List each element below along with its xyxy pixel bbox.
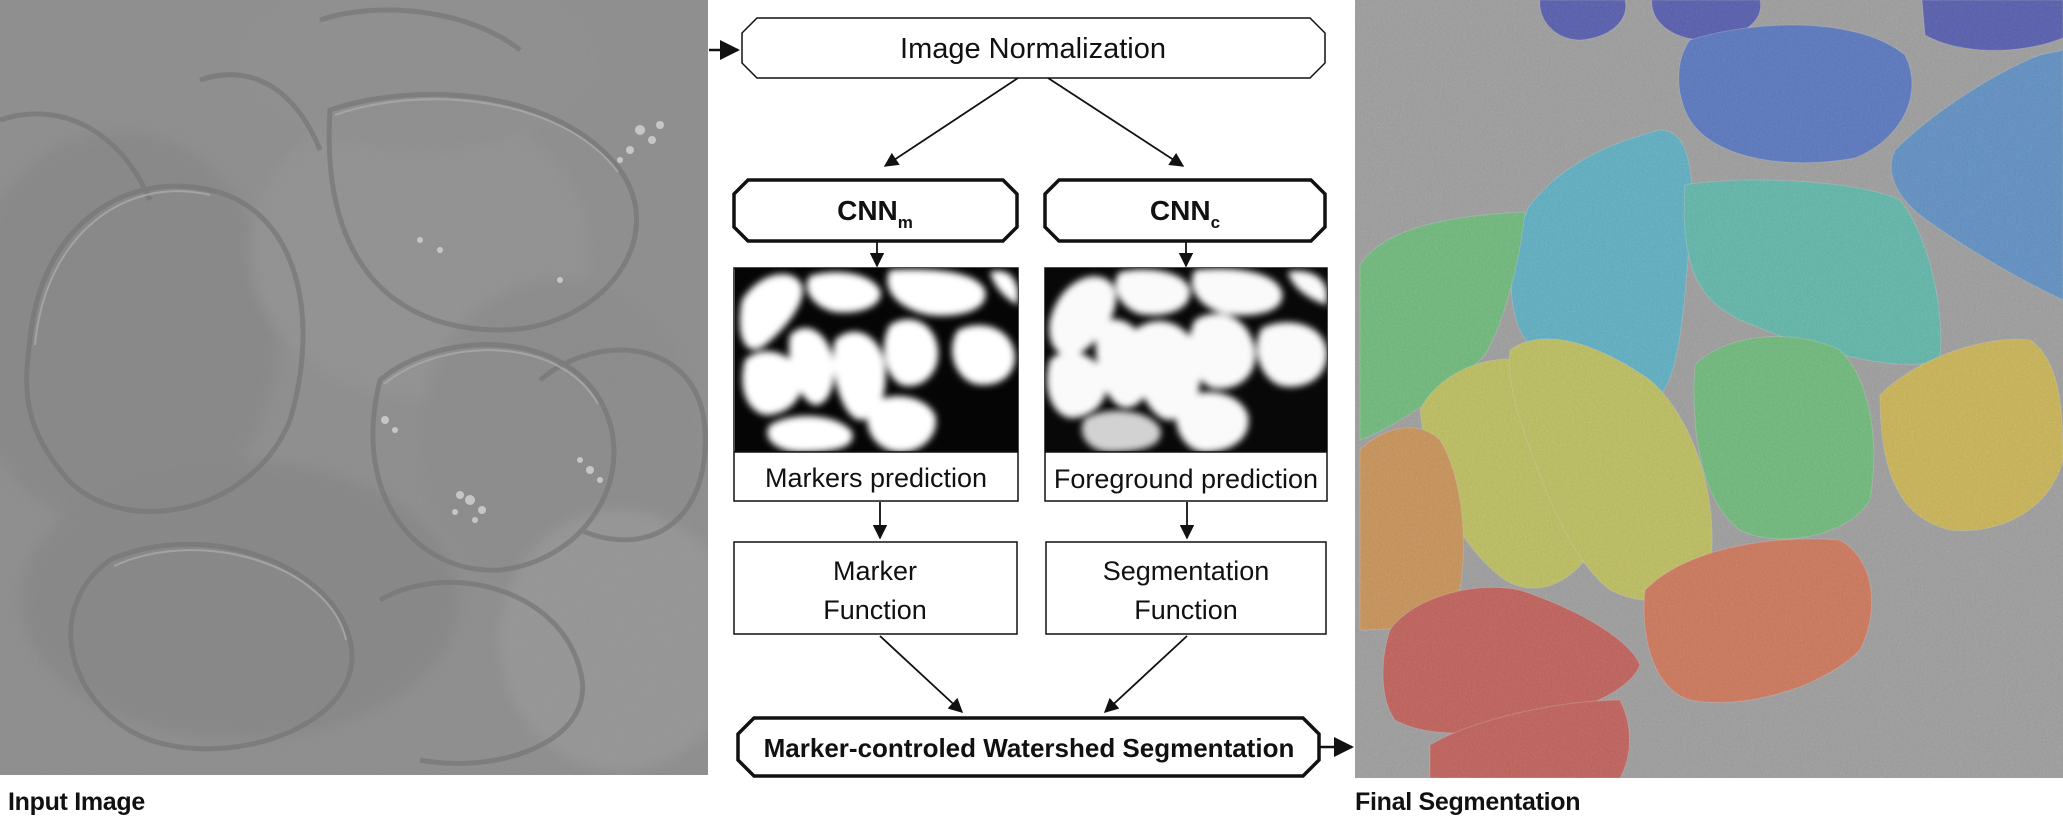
pipeline: Image Normalization CNNm CNNc: [709, 17, 1354, 778]
input-image: [0, 0, 708, 775]
markers-prediction-image: [735, 268, 1018, 452]
watershed-label: Marker-controled Watershed Segmentation: [764, 733, 1295, 763]
arrow-segmentation-function-to-watershed: [1103, 635, 1188, 713]
marker-function-box: Marker Function: [733, 541, 1018, 635]
foreground-prediction-image: [1045, 268, 1327, 452]
markers-prediction-label: Markers prediction: [765, 463, 987, 493]
marker-function-line-1: Marker: [833, 556, 917, 586]
cnn-m-label: CNNm: [837, 195, 913, 232]
segmentation-function-box: Segmentation Function: [1045, 541, 1327, 635]
input-image-caption: Input Image: [8, 788, 145, 816]
marker-function-line-2: Function: [823, 595, 927, 625]
segmentation-function-line-2: Function: [1134, 595, 1238, 625]
cnn-c-label: CNNc: [1150, 195, 1220, 232]
arrow-to-cnn-c: [1047, 77, 1185, 167]
foreground-prediction-label: Foreground prediction: [1054, 464, 1318, 494]
arrow-marker-function-to-watershed: [879, 635, 964, 713]
final-segmentation-caption: Final Segmentation: [1355, 788, 1581, 816]
cnn-c-box: CNNc: [1043, 178, 1327, 243]
cnn-m-box: CNNm: [732, 178, 1019, 243]
markers-prediction-panel: Markers prediction: [733, 267, 1019, 502]
watershed-box: Marker-controled Watershed Segmentation: [736, 716, 1321, 778]
foreground-prediction-panel: Foreground prediction: [1044, 267, 1328, 502]
arrow-to-cnn-m: [883, 77, 1019, 167]
segmentation-image: [1355, 0, 2063, 778]
normalization-box: Image Normalization: [741, 17, 1326, 79]
normalization-label: Image Normalization: [900, 33, 1166, 65]
segmentation-function-line-1: Segmentation: [1103, 556, 1270, 586]
